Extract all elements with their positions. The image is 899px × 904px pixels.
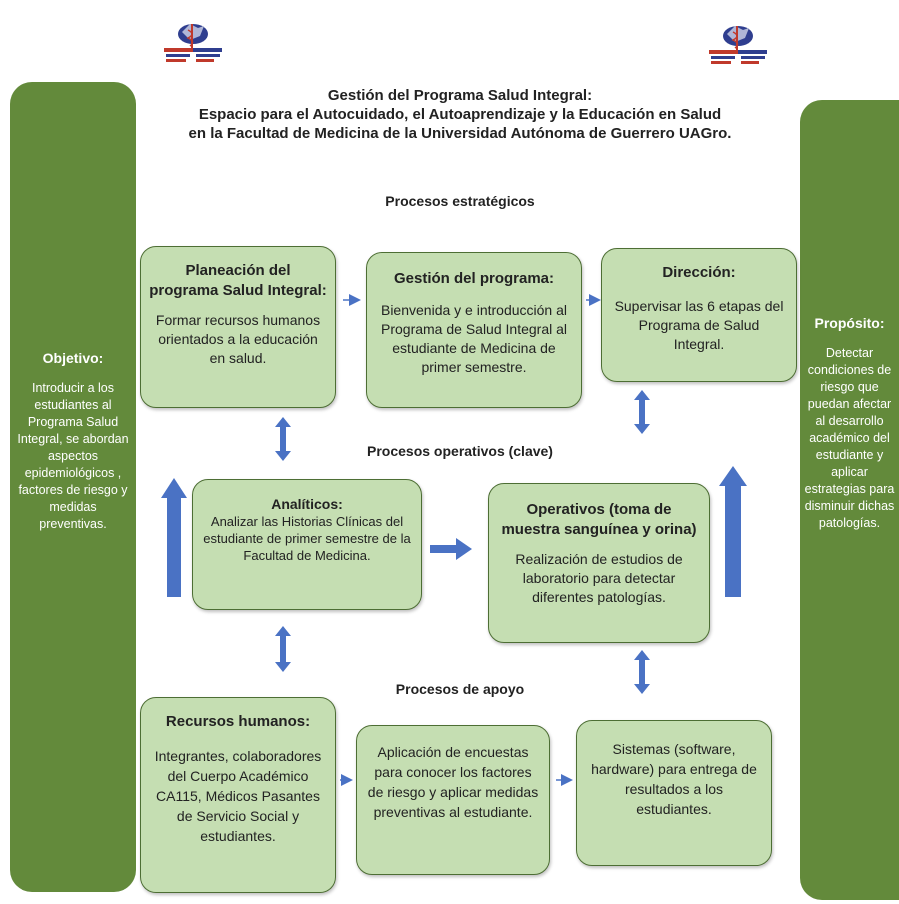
sistemas-text: Sistemas (software, hardware) para entre… bbox=[591, 741, 757, 817]
objetivo-panel: Objetivo: Introducir a los estudiantes a… bbox=[10, 82, 136, 892]
operativos-heading: Operativos (toma de muestra sanguínea y … bbox=[501, 501, 697, 538]
proposito-text: Detectar condiciones de riesgo que pueda… bbox=[804, 346, 895, 530]
direccion-heading: Dirección: bbox=[662, 264, 736, 281]
double-arrow-analiticos-recursos bbox=[275, 626, 291, 672]
direccion-text: Supervisar las 6 etapas del Programa de … bbox=[614, 298, 784, 352]
gestion-text: Bienvenida y e introducción al Programa … bbox=[380, 302, 567, 375]
arrow-analiticos-operativos bbox=[430, 538, 472, 560]
big-up-arrow-right bbox=[719, 466, 747, 597]
box-analiticos: Analíticos: Analizar las Historias Clíni… bbox=[192, 479, 422, 610]
logo-right bbox=[709, 26, 767, 70]
big-up-arrow-left bbox=[161, 478, 187, 597]
operativos-text: Realización de estudios de laboratorio p… bbox=[515, 551, 683, 605]
objetivo-text: Introducir a los estudiantes al Programa… bbox=[17, 381, 129, 531]
section-operativos: Procesos operativos (clave) bbox=[367, 443, 553, 459]
objetivo-heading: Objetivo: bbox=[42, 350, 104, 366]
box-direccion: Dirección: Supervisar las 6 etapas del P… bbox=[601, 248, 797, 382]
section-apoyo: Procesos de apoyo bbox=[395, 681, 525, 697]
logo-left bbox=[164, 24, 222, 68]
double-arrow-direccion-operativos bbox=[634, 390, 650, 434]
box-planeacion: Planeación del programa Salud Integral: … bbox=[140, 246, 336, 408]
title-line-1: Gestión del Programa Salud Integral: bbox=[327, 87, 593, 104]
proposito-panel: Propósito: Detectar condiciones de riesg… bbox=[800, 100, 899, 900]
box-recursos: Recursos humanos: Integrantes, colaborad… bbox=[140, 697, 336, 893]
box-sistemas: Sistemas (software, hardware) para entre… bbox=[576, 720, 772, 866]
double-arrow-planeacion-analiticos bbox=[275, 417, 291, 461]
box-gestion: Gestión del programa: Bienvenida y e int… bbox=[366, 252, 582, 408]
section-estrategicos: Procesos estratégicos bbox=[385, 193, 535, 209]
recursos-text: Integrantes, colaboradores del Cuerpo Ac… bbox=[154, 748, 322, 844]
analiticos-heading: Analíticos: bbox=[271, 496, 343, 512]
planeacion-text: Formar recursos humanos orientados a la … bbox=[155, 312, 321, 366]
title-line-2: Espacio para el Autocuidado, el Autoapre… bbox=[198, 106, 722, 123]
analiticos-text: Analizar las Historias Clínicas del estu… bbox=[203, 514, 411, 563]
double-arrow-operativos-sistemas bbox=[634, 650, 650, 694]
planeacion-heading: Planeación del programa Salud Integral: bbox=[149, 262, 327, 299]
recursos-heading: Recursos humanos: bbox=[165, 713, 311, 730]
gestion-heading: Gestión del programa: bbox=[393, 270, 555, 287]
title-line-3: en la Facultad de Medicina de la Univers… bbox=[188, 125, 732, 142]
encuestas-text: Aplicación de encuestas para conocer los… bbox=[367, 744, 539, 820]
box-encuestas: Aplicación de encuestas para conocer los… bbox=[356, 725, 550, 875]
box-operativos: Operativos (toma de muestra sanguínea y … bbox=[488, 483, 710, 643]
proposito-heading: Propósito: bbox=[814, 315, 885, 331]
page-title: Gestión del Programa Salud Integral: Esp… bbox=[150, 86, 770, 143]
